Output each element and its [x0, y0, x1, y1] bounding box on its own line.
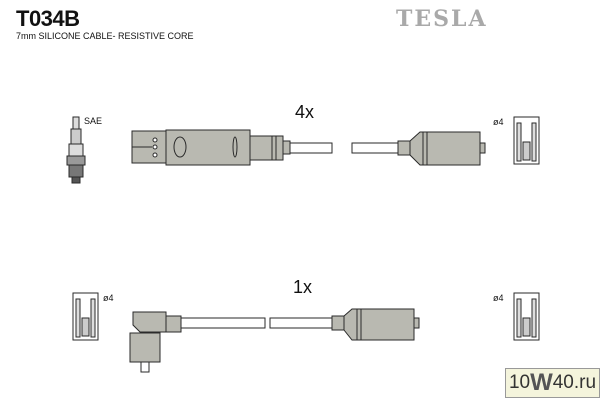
watermark-suffix: 40 [552, 372, 574, 393]
cable-segment [289, 142, 399, 154]
coil-boot [331, 308, 420, 341]
angled-plug-boot [129, 311, 182, 373]
watermark-domain: .ru [573, 372, 597, 393]
terminal-connector-icon [513, 116, 540, 165]
brand-logo: TESLA [396, 6, 488, 32]
top-quantity: 4x [295, 102, 315, 122]
left-terminal-diameter-label: ø4 [103, 293, 114, 303]
cable-description: 7mm SILICONE CABLE- RESISTIVE CORE [16, 31, 194, 41]
part-code: T034B [16, 6, 80, 31]
watermark-mid: W [530, 369, 553, 396]
coil-boot [397, 131, 486, 166]
straight-plug-boot [131, 129, 291, 166]
plug-type-label: SAE [84, 116, 103, 126]
terminal-diameter-label: ø4 [493, 117, 504, 127]
spark-plug-icon [66, 116, 86, 184]
terminal-connector-icon [513, 292, 540, 341]
bottom-quantity: 1x [293, 277, 313, 297]
cable-segment [180, 317, 333, 329]
right-terminal-diameter-label: ø4 [493, 293, 504, 303]
watermark-prefix: 10 [508, 372, 531, 393]
terminal-connector-icon [72, 292, 99, 341]
